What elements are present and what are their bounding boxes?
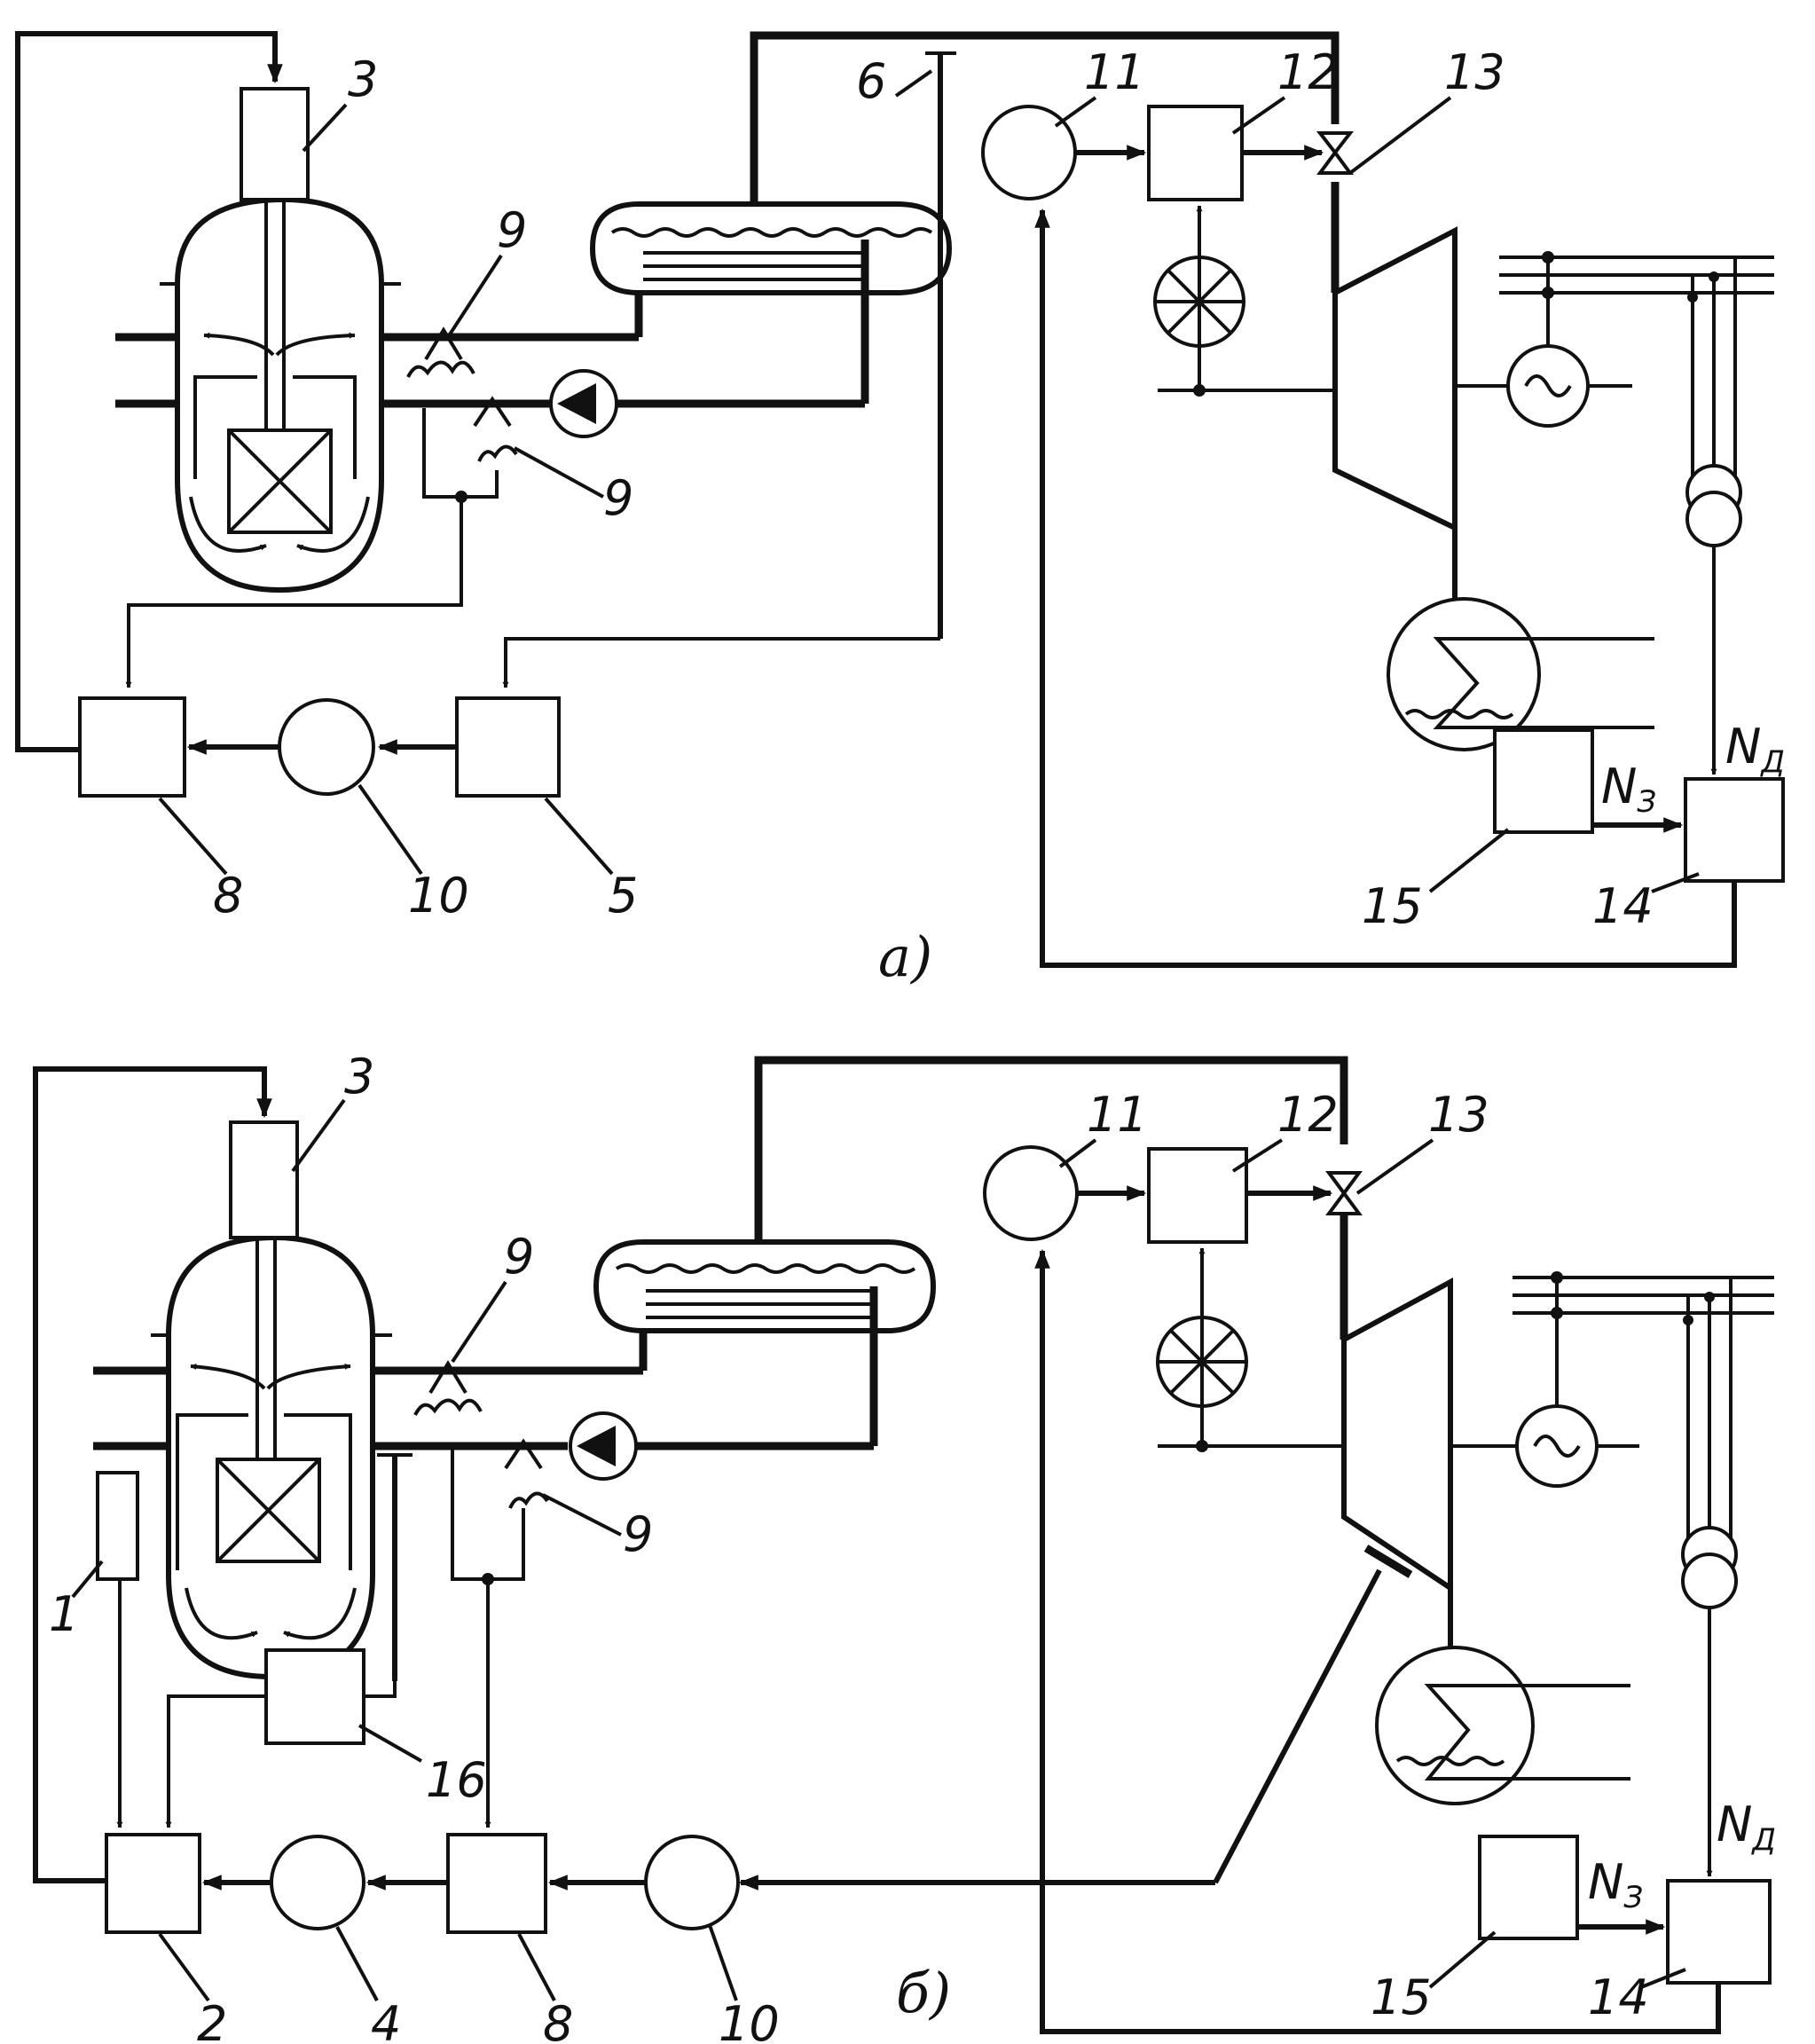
label-12b: 12 xyxy=(1277,1087,1339,1143)
label-3a: 3 xyxy=(348,51,378,107)
flow-sensor-9a-upper xyxy=(406,326,475,378)
block-10b xyxy=(644,1835,740,1930)
label-9b-upper: 9 xyxy=(504,1229,534,1285)
flow-sensor-9a-lower xyxy=(473,396,518,462)
label-16b: 16 xyxy=(426,1752,487,1808)
block-15b xyxy=(1478,1835,1579,1940)
flow-sensor-9b-lower xyxy=(504,1438,549,1509)
caption-b: б) xyxy=(896,1961,951,2025)
label-10a: 10 xyxy=(408,868,469,924)
label-13b: 13 xyxy=(1428,1087,1489,1143)
block-4b xyxy=(270,1835,365,1930)
label-14b: 14 xyxy=(1588,1969,1649,2025)
speed-governor-a xyxy=(1153,256,1245,348)
block-15a xyxy=(1493,728,1594,834)
label-14a: 14 xyxy=(1592,878,1654,934)
block-8b xyxy=(446,1833,547,1934)
label-Nd-a: NД xyxy=(1725,719,1785,780)
label-4b: 4 xyxy=(371,1996,401,2044)
caption-a: а) xyxy=(878,924,932,989)
label-8a: 8 xyxy=(213,868,243,924)
block-2b xyxy=(105,1833,201,1934)
label-6a: 6 xyxy=(856,53,886,109)
label-11b: 11 xyxy=(1087,1087,1148,1143)
turbine-b xyxy=(1341,1277,1453,1593)
block-12a xyxy=(1147,105,1244,201)
label-12a: 12 xyxy=(1277,44,1339,100)
control-drive-3b xyxy=(229,1120,299,1239)
label-3b: 3 xyxy=(344,1049,374,1105)
label-8b: 8 xyxy=(543,1996,573,2044)
block-8a xyxy=(78,696,186,798)
label-5a: 5 xyxy=(608,868,638,924)
block-10a xyxy=(278,698,375,796)
circulation-pump-b xyxy=(569,1411,638,1481)
label-9b-lower: 9 xyxy=(623,1506,653,1562)
control-valve-13b xyxy=(1325,1171,1363,1215)
reactor-a xyxy=(160,87,401,594)
control-drive-3a xyxy=(240,87,310,201)
label-15b: 15 xyxy=(1371,1969,1432,2025)
block-14b xyxy=(1666,1879,1772,1985)
circulation-pump-a xyxy=(549,369,618,438)
label-10b: 10 xyxy=(719,1996,780,2044)
scheme-b: 3 9 9 11 12 13 1 16 2 4 8 10 15 14 NД NЗ… xyxy=(33,1049,1776,2044)
label-15a: 15 xyxy=(1362,878,1423,934)
scheme-a: 3 6 9 9 11 12 13 8 10 5 15 14 NД NЗ а) xyxy=(15,31,1785,989)
turbine-a xyxy=(1332,226,1458,532)
block-16b xyxy=(264,1648,365,1745)
label-13a: 13 xyxy=(1444,44,1505,100)
block-12b xyxy=(1147,1147,1248,1244)
label-2b: 2 xyxy=(197,1996,227,2044)
label-Nd-b: NД xyxy=(1717,1796,1776,1858)
condenser-a xyxy=(1387,597,1654,751)
label-11a: 11 xyxy=(1084,44,1145,100)
label-9a-lower: 9 xyxy=(603,470,633,526)
label-9a-upper: 9 xyxy=(497,202,527,258)
flow-sensor-9b-upper xyxy=(413,1360,483,1416)
reactor-b xyxy=(151,1120,392,1680)
speed-governor-b xyxy=(1156,1316,1248,1408)
condenser-b xyxy=(1375,1646,1630,1805)
label-Nz-a: NЗ xyxy=(1601,759,1656,820)
block-5a xyxy=(455,696,561,798)
label-Nz-b: NЗ xyxy=(1588,1854,1643,1915)
block-11b xyxy=(983,1145,1079,1241)
steam-generator-a xyxy=(589,201,953,295)
steam-generator-b xyxy=(593,1239,937,1333)
control-valve-13a xyxy=(1316,131,1355,175)
block-14a xyxy=(1684,777,1785,883)
sensor-1b xyxy=(96,1471,139,1581)
